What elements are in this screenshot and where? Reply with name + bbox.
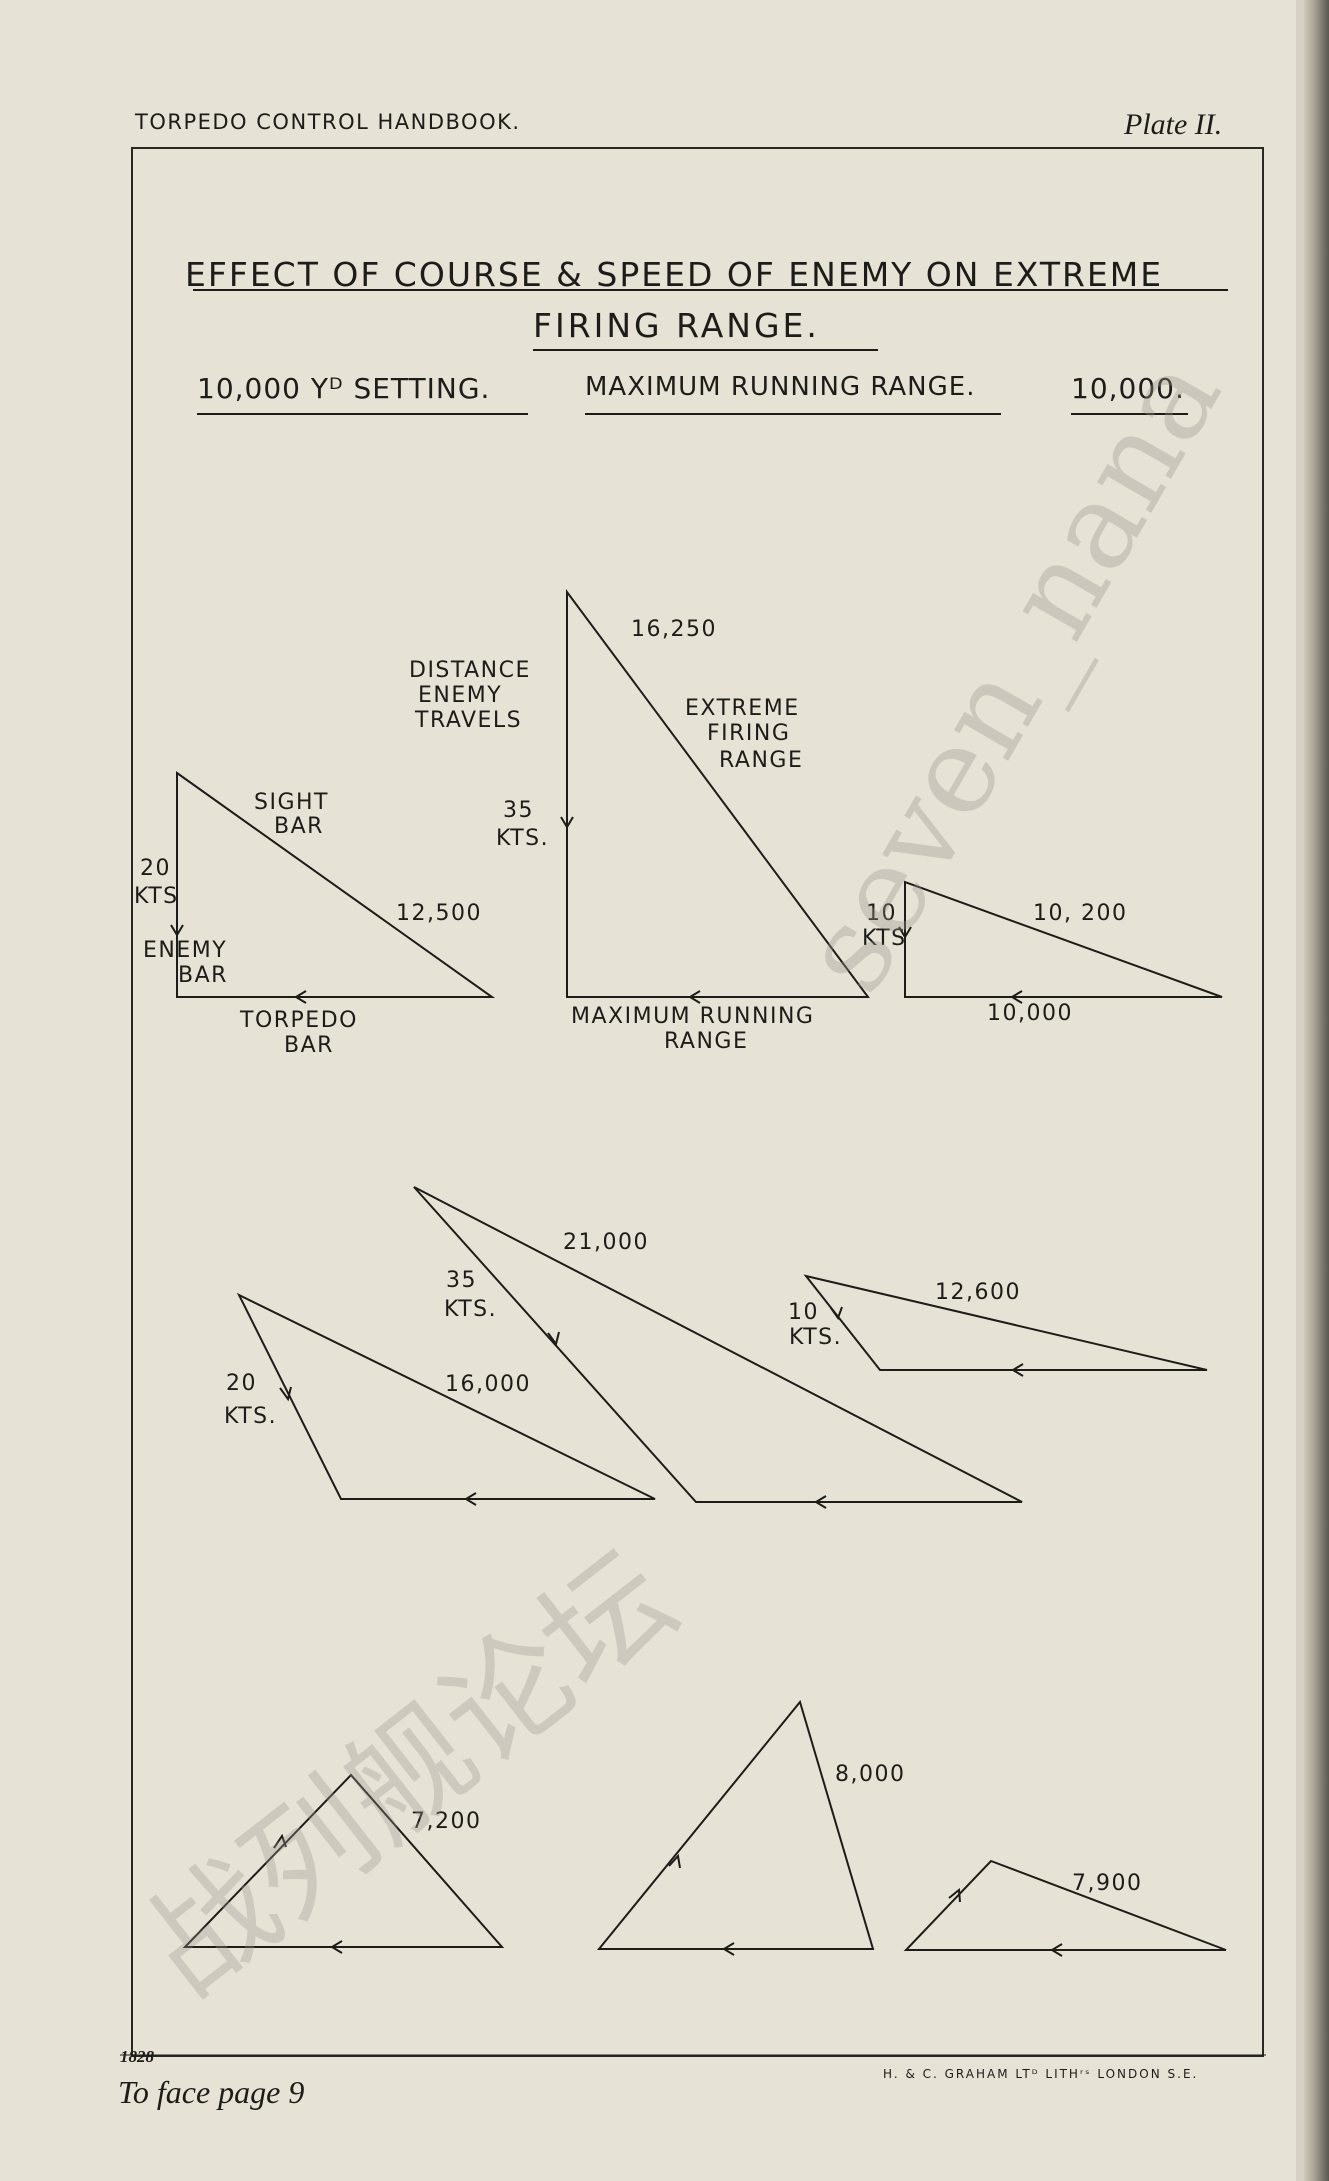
triangle-20kts-right	[176, 771, 496, 998]
enemy-bar-1: ENEMY	[143, 938, 227, 963]
arrow-base-20kts	[464, 1492, 477, 1506]
setting-label: 10,000 Yᴰ SETTING.	[197, 372, 491, 405]
triangle-20kts-oblique	[236, 1292, 656, 1500]
arrow-enemy-10kts	[898, 926, 912, 939]
distance-label-2: ENEMY	[418, 683, 502, 708]
title-line-1: EFFECT OF COURSE & SPEED OF ENEMY ON EXT…	[185, 255, 1164, 294]
sight-bar-1: SIGHT	[254, 790, 329, 815]
extreme-label-1: EXTREME	[685, 696, 800, 721]
row2-speed-10: 10	[788, 1300, 819, 1325]
sight-bar-2: BAR	[274, 814, 324, 839]
max-range-label: MAXIMUM RUNNING RANGE.	[585, 372, 976, 402]
row2-speed-20: 20	[226, 1371, 257, 1396]
row2-speed-unit-10: KTS.	[789, 1325, 842, 1350]
speed-unit-35: KTS.	[496, 826, 549, 851]
triangle-bottom-left	[182, 1773, 505, 1948]
arrow-35kts-oblique	[547, 1331, 560, 1347]
hyp-12500: 12,500	[396, 901, 482, 926]
distance-label-1: DISTANCE	[409, 658, 531, 683]
extreme-label-2: FIRING	[707, 721, 790, 746]
arrow-enemy-35kts	[560, 816, 574, 829]
speed-20: 20	[140, 856, 171, 881]
title-line-2: FIRING RANGE.	[533, 306, 820, 345]
running-header: TORPEDO CONTROL HANDBOOK.	[135, 110, 521, 134]
speed-35: 35	[503, 798, 534, 823]
hyp-16250: 16,250	[631, 617, 717, 642]
book-spine	[1304, 0, 1329, 2181]
speed-unit-10: KTS	[862, 926, 907, 951]
extreme-label-3: RANGE	[719, 748, 803, 773]
row3-range-7900: 7,900	[1072, 1871, 1142, 1896]
triangle-35kts-oblique	[413, 1186, 1023, 1503]
arrow-10kts-oblique	[830, 1306, 843, 1321]
arrow-base-35kts	[814, 1495, 827, 1509]
arrow-bottom-left-base	[330, 1940, 343, 1954]
mrr-label-2: RANGE	[664, 1029, 748, 1054]
arrow-20kts-oblique	[279, 1386, 292, 1402]
hyp-10200: 10, 200	[1033, 901, 1127, 926]
plate-number: Plate II.	[1124, 108, 1223, 141]
speed-unit-20: KTS	[134, 884, 179, 909]
distance-label-3: TRAVELS	[414, 708, 522, 733]
mrr-label-1: MAXIMUM RUNNING	[571, 1004, 814, 1029]
arrow-bottom-middle-base	[722, 1942, 735, 1956]
arrow-torpedo-bar	[294, 990, 307, 1004]
enemy-bar-2: BAR	[178, 963, 228, 988]
arrow-bottom-left-side	[273, 1833, 287, 1849]
base-10000: 10,000	[987, 1001, 1073, 1026]
arrow-bottom-middle-side	[668, 1853, 681, 1869]
row2-range-16000: 16,000	[445, 1372, 531, 1397]
row2-range-21000: 21,000	[563, 1230, 649, 1255]
page-edge	[1296, 0, 1304, 2181]
arrow-bottom-right-side	[948, 1888, 961, 1903]
plate-frame	[131, 147, 1264, 2057]
to-face-page: To face page 9	[118, 2074, 305, 2110]
row2-speed-unit-35: KTS.	[444, 1297, 497, 1322]
max-range-value: 10,000.	[1071, 372, 1185, 405]
row2-range-12600: 12,600	[935, 1280, 1021, 1305]
triangle-35kts-right	[566, 588, 870, 998]
arrow-10000	[1010, 990, 1023, 1004]
speed-10: 10	[866, 901, 897, 926]
torpedo-bar-1: TORPEDO	[239, 1008, 358, 1033]
arrow-mrr	[688, 990, 701, 1004]
triangle-bottom-right	[903, 1859, 1227, 1951]
arrow-bottom-right-base	[1050, 1943, 1063, 1957]
row3-range-7200: 7,200	[411, 1809, 481, 1834]
torpedo-bar-2: BAR	[284, 1033, 334, 1058]
row2-speed-unit-20: KTS.	[224, 1404, 277, 1429]
triangle-10kts-right	[904, 880, 1223, 998]
row3-range-8000: 8,000	[835, 1762, 905, 1787]
printer-imprint: H. & C. GRAHAM LTᴰ LITHʳˢ LONDON S.E.	[883, 2067, 1199, 2081]
print-number: 1828	[120, 2047, 154, 2066]
triangle-bottom-middle	[596, 1699, 875, 1950]
arrow-base-10kts	[1011, 1363, 1024, 1377]
row2-speed-35: 35	[446, 1268, 477, 1293]
arrow-enemy-bar	[170, 924, 184, 937]
triangle-10kts-oblique	[803, 1274, 1208, 1371]
